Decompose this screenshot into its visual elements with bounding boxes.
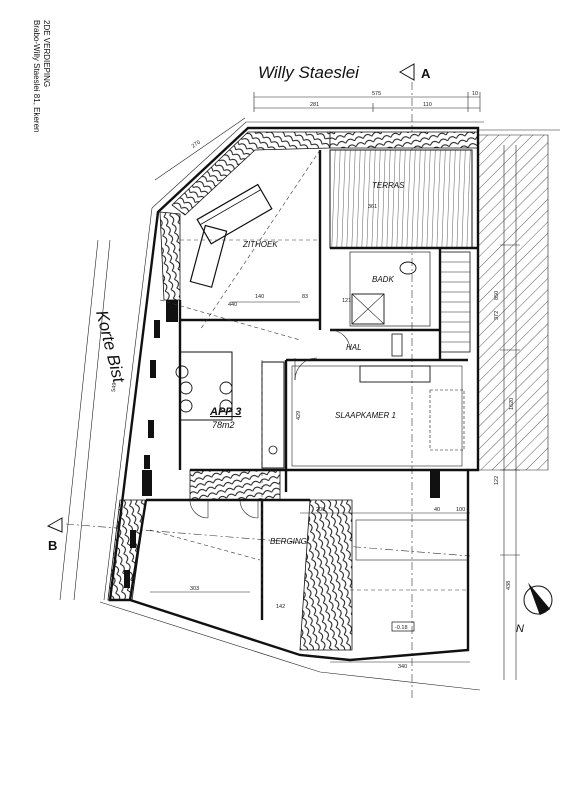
building-outline-bottom — [99, 601, 481, 691]
cooktop-icon — [268, 445, 278, 455]
roof-tiles-mid — [189, 469, 281, 501]
dim-line-left — [59, 239, 99, 601]
room-label-badk: BADK — [372, 275, 394, 284]
street-label-top: Willy Staeslei — [258, 63, 360, 82]
dim-340: 340 — [398, 664, 407, 670]
staircase — [439, 251, 471, 353]
north-needle-icon — [528, 582, 551, 616]
dim-140: 140 — [255, 294, 264, 300]
street-label-left: Korte Bist — [92, 308, 129, 385]
building-outline-outer — [151, 121, 484, 209]
dim-left-549: 549 — [111, 382, 118, 392]
dim-top-right: 110 — [423, 102, 432, 108]
section-arrow-b-icon — [46, 517, 63, 533]
facade-windows — [124, 320, 160, 588]
dim-line-diag — [154, 117, 246, 181]
kitchen-counter — [261, 361, 285, 469]
section-label-a: A — [421, 66, 431, 81]
hall-cabinet — [391, 333, 403, 357]
apartment-name: APP 3 — [209, 406, 241, 418]
projection-lines — [149, 149, 468, 600]
bathroom-outline — [349, 251, 431, 327]
north-label: N — [516, 623, 524, 635]
dining-chairs — [175, 365, 233, 413]
dim-top-far: 10 — [472, 91, 478, 97]
dim-83: 83 — [302, 294, 308, 300]
interior-walls — [128, 150, 478, 620]
compass-circle-icon — [523, 585, 553, 615]
section-arrow-a-icon — [398, 63, 415, 81]
dim-429: 429 — [296, 411, 302, 420]
dim-200: 200 — [316, 507, 325, 513]
title-block: Brabo-Willy Staeslei 81, Ekeren 2DE VERD… — [32, 20, 51, 133]
section-marker-a: A — [398, 63, 431, 81]
building-outline — [108, 126, 480, 662]
section-label-b: B — [48, 538, 57, 553]
room-label-terras: TERRAS — [372, 181, 405, 190]
column-block-2 — [430, 470, 440, 498]
roof-tiles-left-upper — [159, 211, 181, 301]
column-block-3 — [142, 470, 152, 496]
dim-303: 303 — [190, 586, 199, 592]
neighbour-building-hatch — [477, 134, 549, 471]
section-marker-b: B — [46, 517, 63, 553]
dim-top-left: 281 — [310, 102, 319, 108]
lower-room-outline — [355, 519, 469, 561]
top-dimension-chain: 575 281 110 10 — [253, 91, 481, 112]
dim-right-122: 122 — [494, 476, 500, 485]
room-label-slaapkamer: SLAAPKAMER 1 — [335, 411, 396, 420]
dim-right-438: 438 — [506, 581, 512, 590]
washbasin-icon — [399, 261, 417, 275]
column-block-1 — [166, 300, 178, 322]
dim-361: 361 — [368, 204, 377, 210]
dim-440: 440 — [228, 302, 237, 308]
north-arrow: N — [516, 582, 553, 635]
dim-100: 100 — [456, 507, 465, 513]
door-swings — [189, 329, 351, 519]
level-marker: -0.18 — [395, 625, 408, 631]
dim-line-left-2 — [73, 239, 111, 601]
building-outline-outer-left — [103, 207, 153, 601]
title-line-2: 2DE VERDIEPING — [42, 20, 51, 87]
armchair — [189, 224, 228, 288]
dim-40: 40 — [434, 507, 440, 513]
terrace-deck — [329, 149, 473, 249]
dim-142: 142 — [276, 604, 285, 610]
shower-tray — [351, 293, 385, 325]
bed-outline — [429, 389, 465, 451]
room-label-hal: HAL — [346, 343, 362, 352]
dim-diag-270: 270 — [191, 140, 202, 150]
room-label-berging: BERGING — [270, 537, 307, 546]
title-line-1: Brabo-Willy Staeslei 81, Ekeren — [32, 20, 41, 133]
dim-121: 121 — [342, 298, 351, 304]
wardrobe — [359, 365, 431, 383]
apartment-area: 78m2 — [212, 420, 235, 430]
room-label-zithoek: ZITHOEK — [242, 240, 278, 249]
roof-tiles-berging — [299, 499, 353, 651]
roof-tiles-top — [329, 131, 479, 149]
dim-top-total: 575 — [372, 91, 381, 97]
level-box — [391, 621, 415, 632]
